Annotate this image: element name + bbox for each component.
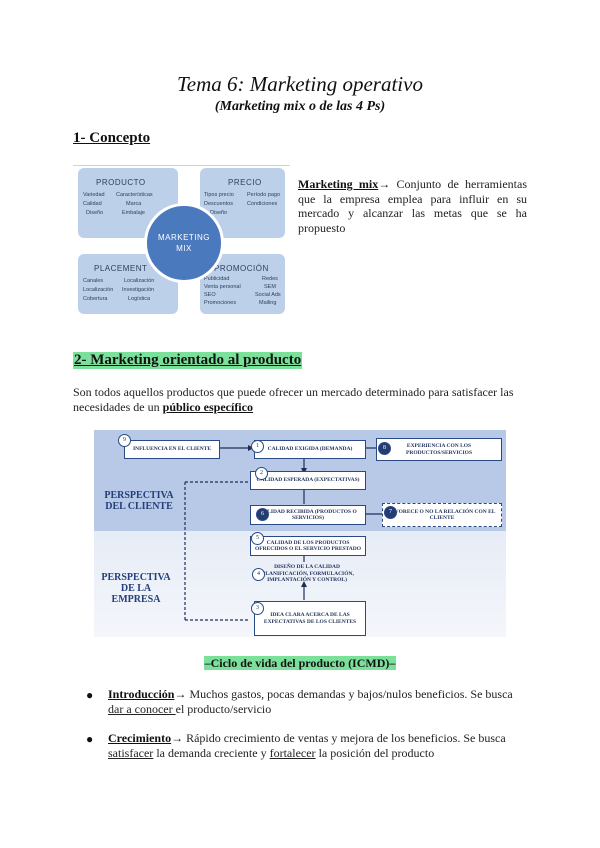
box-influencia: INFLUENCIA EN EL CLIENTE: [124, 440, 220, 459]
box-diseno-calidad: DISEÑO DE LA CALIDAD (PLANIFICACIÓN, FOR…: [260, 564, 354, 584]
circle-label: MARKETING: [157, 233, 211, 242]
bullet-icon: ●: [86, 688, 94, 702]
quadrant-producto: PRODUCTO Variedad Características Calida…: [78, 168, 178, 238]
bullet-term: Introducción: [108, 687, 175, 701]
quadrant-item: Embalaje: [122, 210, 145, 216]
quadrant-item: Investigación: [122, 287, 155, 293]
label-perspectiva-empresa: PERSPECTIVA DE LA EMPRESA: [96, 572, 176, 605]
quadrant-item: Social Ads: [255, 292, 281, 298]
bullet-icon: ●: [86, 732, 94, 746]
bullet-crecimiento: Crecimiento→ Rápido crecimiento de venta…: [108, 731, 528, 761]
quadrant-item: Características: [116, 192, 153, 198]
step-number: 6: [256, 508, 269, 521]
bullet-text: la demanda creciente y: [153, 746, 270, 760]
marketing-mix-definition: Marketing mix→ Conjunto de herramientas …: [298, 177, 527, 235]
quadrant-title: PROMOCIÓN: [214, 264, 269, 273]
icmd-heading-text: –Ciclo de vida del producto (ICMD)–: [203, 656, 397, 670]
bullet-text: el producto/servicio: [175, 702, 272, 716]
quadrant-item: Tipos precio: [204, 192, 234, 198]
step-number: 4: [252, 568, 265, 581]
step-number: 8: [378, 442, 391, 455]
quadrant-item: Diseño: [86, 210, 104, 216]
quadrant-item: Cobertura: [83, 296, 108, 302]
section-heading-producto: 2- Marketing orientado al producto: [73, 352, 303, 369]
page-title: Tema 6: Marketing operativo: [177, 72, 423, 96]
quadrant-item: Descuentos: [204, 201, 234, 207]
icmd-heading: –Ciclo de vida del producto (ICMD)–: [0, 656, 600, 671]
box-favorece-relacion: FAVORECE O NO LA RELACIÓN CON EL CLIENTE: [382, 503, 502, 527]
box-calidad-recibida: CALIDAD RECIBIDA (PRODUCTOS O SERVICIOS): [250, 505, 366, 525]
section-heading-concepto: 1- Concepto: [73, 130, 151, 146]
page-subtitle: (Marketing mix o de las 4 Ps): [214, 99, 386, 114]
quadrant-item: Redes: [262, 276, 278, 282]
step-number: 5: [251, 532, 264, 545]
bullet-underlined: dar a conocer: [108, 702, 176, 716]
bullet-text: la posición del producto: [315, 746, 435, 760]
box-experiencia: EXPERIENCIA CON LOS PRODUCTOS/SERVICIOS: [376, 438, 502, 461]
persp-line: EMPRESA: [111, 594, 161, 605]
box-calidad-ofrecidos: CALIDAD DE LOS PRODUCTOS OFRECIDOS O EL …: [250, 536, 366, 556]
quadrant-item: Publicidad: [204, 276, 230, 282]
quadrant-title: PRODUCTO: [96, 178, 146, 187]
persp-line: DE LA: [120, 583, 152, 594]
section-paragraph: Son todos aquellos productos que puede o…: [73, 385, 528, 415]
step-number: 3: [251, 602, 264, 615]
quadrant-item: Localización: [83, 287, 114, 293]
box-idea-clara: IDEA CLARA ACERCA DE LAS EXPECTATIVAS DE…: [254, 601, 366, 636]
bullet-text: Rápido crecimiento de ventas y mejora de…: [183, 731, 506, 745]
bullet-term: Crecimiento: [108, 731, 172, 745]
persp-line: PERSPECTIVA: [101, 572, 171, 583]
quadrant-item: SEM: [264, 284, 276, 290]
quadrant-item: Diseño: [210, 210, 228, 216]
bullet-introduccion: Introducción→ Muchos gastos, pocas deman…: [108, 687, 528, 717]
quadrant-title: PLACEMENT: [94, 264, 148, 273]
step-number: 7: [384, 506, 397, 519]
arrow-icon: →: [171, 731, 184, 745]
step-number: 2: [255, 467, 268, 480]
quadrant-item: Localización: [124, 278, 155, 284]
definition-text: Conjunto de herramientas que la empresa …: [298, 177, 527, 235]
quadrant-item: Período pago: [247, 192, 281, 198]
quadrant-item: Promociones: [204, 300, 237, 306]
arrow-icon: →: [378, 177, 391, 191]
quadrant-item: Variedad: [83, 192, 105, 198]
label-perspectiva-cliente: PERSPECTIVA DEL CLIENTE: [99, 490, 179, 512]
marketing-mix-circle: MARKETING MIX: [144, 203, 224, 283]
paragraph-bold: público específico: [162, 400, 253, 414]
quadrant-item: SEO: [204, 292, 216, 298]
bullet-text: Muchos gastos, pocas demandas y bajos/nu…: [186, 687, 513, 701]
bullet-underlined: fortalecer: [269, 746, 316, 760]
quadrant-item: Calidad: [83, 201, 102, 207]
persp-line: PERSPECTIVA: [104, 490, 174, 501]
quadrant-item: Canales: [83, 278, 104, 284]
quadrant-item: Logística: [128, 296, 151, 302]
quadrant-item: Mailing: [259, 300, 277, 306]
quadrant-item: Condiciones: [247, 201, 278, 207]
quality-diagram: PERSPECTIVA DEL CLIENTE PERSPECTIVA DE L…: [94, 430, 506, 637]
circle-label: MIX: [176, 244, 192, 253]
divider: [73, 165, 290, 166]
step-number: 1: [251, 440, 264, 453]
quadrant-title: PRECIO: [228, 178, 262, 187]
term: Marketing mix: [298, 177, 379, 191]
step-number: 9: [118, 434, 131, 447]
paragraph-text: Son todos aquellos productos que puede o…: [73, 385, 514, 414]
box-calidad-esperada: CALIDAD ESPERADA (EXPECTATIVAS): [250, 471, 366, 490]
bullet-underlined: satisfacer: [108, 746, 154, 760]
box-calidad-exigida: CALIDAD EXIGIDA (DEMANDA): [254, 440, 366, 459]
quadrant-item: Marca: [126, 201, 142, 207]
persp-line: DEL CLIENTE: [105, 501, 173, 512]
arrow-icon: →: [174, 687, 187, 701]
quadrant-item: Venta personal: [204, 284, 241, 290]
quadrant-promocion: PROMOCIÓN Publicidad Redes Venta persona…: [200, 254, 285, 314]
